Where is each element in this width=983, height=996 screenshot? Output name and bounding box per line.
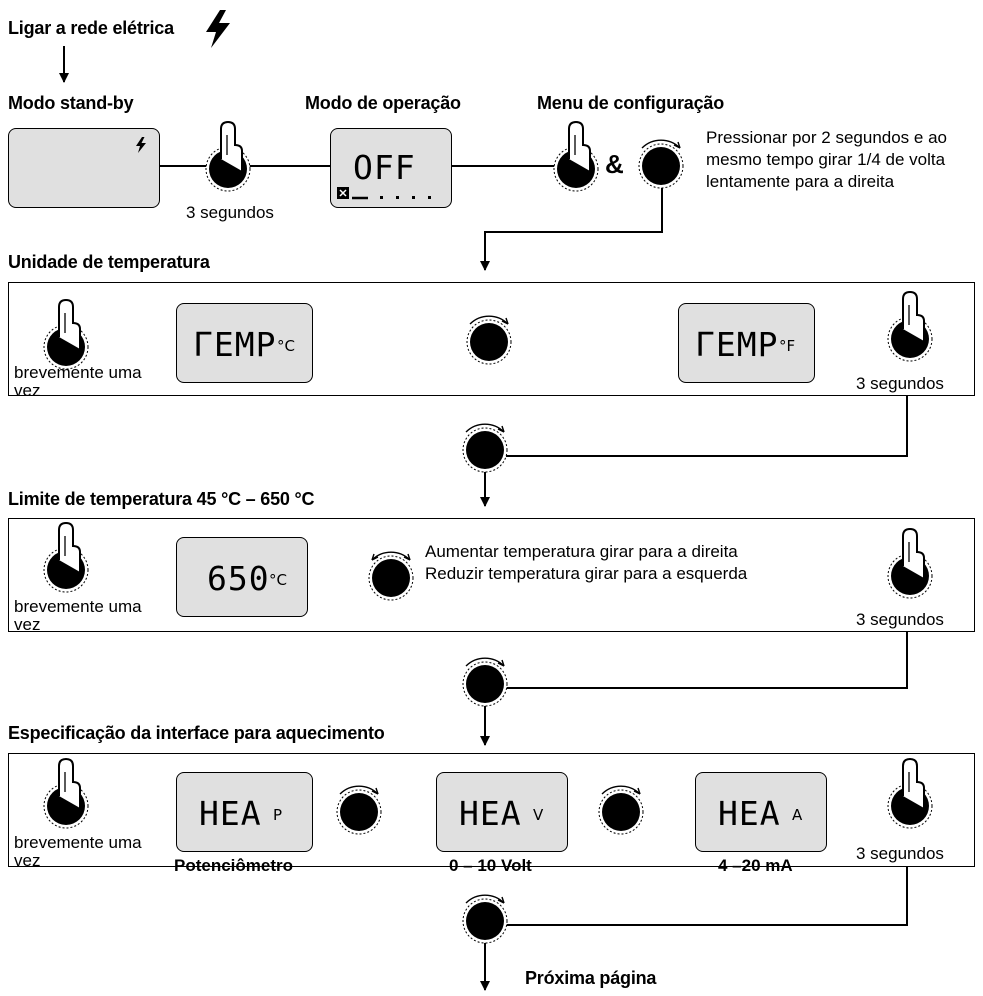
temp-adjust-instructions: Aumentar temperatura girar para a direit… bbox=[425, 542, 748, 583]
rotate-knob[interactable] bbox=[328, 778, 390, 840]
hold-seconds-label: 3 segundos bbox=[856, 844, 944, 863]
press-knob[interactable] bbox=[880, 752, 940, 832]
power-label: Ligar a rede elétrica bbox=[8, 18, 174, 38]
press-knob[interactable] bbox=[546, 115, 606, 195]
display-off-text: OFF bbox=[353, 148, 416, 187]
press-once-label: brevemente uma vez bbox=[14, 833, 142, 870]
press-knob[interactable] bbox=[36, 293, 96, 373]
press-once-label: brevemente uma vez bbox=[14, 363, 142, 400]
next-page-label[interactable]: Próxima página bbox=[525, 968, 657, 988]
standby-title: Modo stand-by bbox=[8, 93, 134, 113]
operation-display: OFF bbox=[330, 128, 452, 208]
rotate-knob[interactable] bbox=[458, 308, 520, 370]
operation-title: Modo de operação bbox=[305, 93, 461, 113]
interface-potentiometer-display: HEA P bbox=[176, 772, 313, 852]
voltage-label: 0 – 10 Volt bbox=[449, 856, 532, 875]
rotate-knob[interactable] bbox=[454, 416, 516, 478]
temp-limit-display: 650 °C bbox=[176, 537, 308, 617]
press-knob[interactable] bbox=[198, 115, 258, 195]
lightning-icon bbox=[206, 10, 230, 48]
lightning-icon bbox=[136, 137, 146, 153]
press-once-label: brevemente uma vez bbox=[14, 597, 142, 634]
standby-display bbox=[8, 128, 160, 208]
rotate-both-knob[interactable] bbox=[360, 544, 422, 606]
press-knob[interactable] bbox=[880, 522, 940, 602]
press-knob[interactable] bbox=[36, 752, 96, 832]
press-knob[interactable] bbox=[36, 516, 96, 596]
hold-seconds-label: 3 segundos bbox=[856, 610, 944, 629]
potentiometer-label: Potenciômetro bbox=[174, 856, 294, 875]
interface-current-display: HEA A bbox=[695, 772, 827, 852]
current-label: 4 –20 mA bbox=[718, 856, 793, 875]
rotate-knob[interactable] bbox=[630, 132, 692, 194]
hold-seconds-label: 3 segundos bbox=[856, 374, 944, 393]
config-instruction: Pressionar por 2 segundos e ao mesmo tem… bbox=[706, 128, 947, 191]
temp-unit-f-display: ΓEMP °F bbox=[678, 303, 815, 383]
rotate-knob[interactable] bbox=[590, 778, 652, 840]
ampersand: & bbox=[605, 149, 624, 179]
rotate-knob[interactable] bbox=[454, 887, 516, 949]
config-title: Menu de configuração bbox=[537, 93, 725, 113]
interface-voltage-display: HEA V bbox=[436, 772, 568, 852]
interface-section-title: Especificação da interface para aquecime… bbox=[8, 723, 385, 743]
press-knob[interactable] bbox=[880, 285, 940, 365]
limit-section-title: Limite de temperatura 45 °C – 650 °C bbox=[8, 489, 315, 509]
rotate-knob[interactable] bbox=[454, 650, 516, 712]
hold-seconds-label: 3 segundos bbox=[186, 203, 274, 222]
temp-unit-c-display: ΓEMP °C bbox=[176, 303, 313, 383]
limit-section-box bbox=[8, 518, 975, 632]
unit-section-title: Unidade de temperatura bbox=[8, 252, 210, 272]
